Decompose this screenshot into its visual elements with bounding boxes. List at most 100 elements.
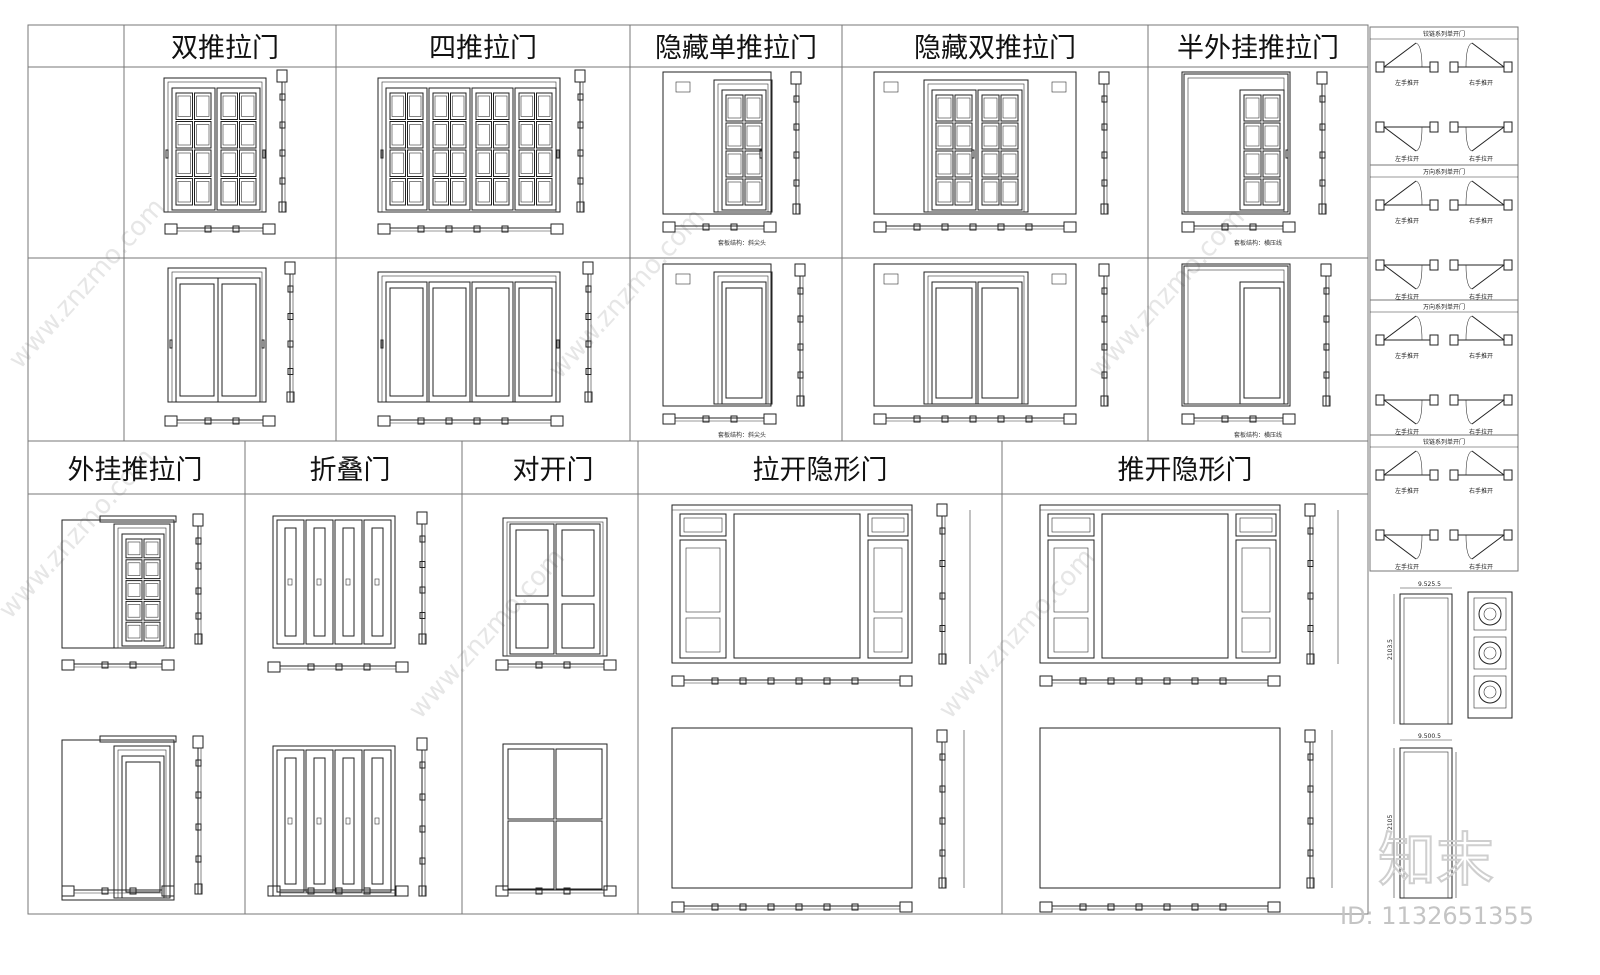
plan-stop <box>941 223 949 231</box>
legend-swing-leaf <box>1471 450 1505 476</box>
wall-panel <box>1047 513 1095 537</box>
dim-side-height: 2103.5 <box>1387 639 1394 660</box>
door-panel-inner <box>409 124 422 146</box>
section-node <box>195 562 202 570</box>
door-handle <box>556 149 560 159</box>
door-handle <box>380 149 384 159</box>
door-panel-inner <box>434 152 447 174</box>
plan-stop <box>702 415 710 423</box>
door-leaf <box>1239 281 1285 405</box>
plan-stop <box>1135 677 1143 685</box>
plan-stop <box>702 223 710 231</box>
plan-wall <box>899 675 913 687</box>
door-panel-inner <box>956 181 971 203</box>
door-panel <box>239 121 257 149</box>
door-panel-inner <box>127 604 141 618</box>
legend-wall <box>1429 121 1439 133</box>
door-panel-inner <box>983 181 998 203</box>
folding-glass <box>371 527 384 637</box>
legend-swing-arc <box>1415 180 1423 206</box>
door-panel-inner <box>434 181 447 203</box>
section-node <box>1319 123 1326 131</box>
folding-leaf <box>305 519 334 645</box>
section-head <box>1304 729 1316 743</box>
door-panel <box>493 121 510 149</box>
door-panel-inner <box>177 152 191 174</box>
door-panel <box>981 150 1000 178</box>
legend-title: 万向系列单开门 <box>1423 303 1465 311</box>
door-panel <box>175 149 193 177</box>
legend-wall <box>1503 469 1513 481</box>
legend-wall <box>1449 259 1459 271</box>
door-panel <box>515 603 549 649</box>
note-hidden-single-bottom: 套板结构：斜尖头 <box>718 431 766 439</box>
legend-wall <box>1503 529 1513 541</box>
section-base <box>792 203 801 215</box>
note-hidden-single-top: 套板结构：斜尖头 <box>718 239 766 247</box>
door-frame <box>1187 269 1285 405</box>
door-leaf <box>121 755 165 899</box>
plan-stop <box>1191 903 1199 911</box>
plan-wall <box>662 413 676 425</box>
door-panel <box>1262 94 1281 122</box>
section-head <box>416 511 428 525</box>
door-panel <box>389 121 406 149</box>
door-panel <box>935 122 954 150</box>
plan-wall <box>495 885 509 897</box>
switch-box <box>675 273 691 285</box>
legend-wall <box>1449 334 1459 346</box>
section-base <box>584 391 593 403</box>
plan-stop <box>535 661 543 669</box>
door-panel <box>1262 150 1281 178</box>
section-base <box>1306 877 1315 889</box>
plan-stop <box>730 223 738 231</box>
door-panel <box>407 149 424 177</box>
plan-stop <box>851 677 859 685</box>
door-casing <box>167 267 267 403</box>
door-panel <box>1243 178 1262 206</box>
top-grid <box>27 24 1369 442</box>
door-panel <box>475 149 492 177</box>
door-leaf <box>931 281 977 405</box>
legend-swing-arc <box>1465 399 1473 425</box>
plan-wall <box>267 885 281 897</box>
plan-stop <box>1219 903 1227 911</box>
section-node <box>1323 343 1330 351</box>
plan-stop <box>739 677 747 685</box>
watermark-text: www.znzmo.com <box>933 543 1101 725</box>
door-panel <box>143 559 161 580</box>
legend-item-label: 左手推开 <box>1395 487 1419 495</box>
door-leaf <box>555 748 603 820</box>
door-panel <box>125 559 143 580</box>
legend-swing-arc <box>1465 264 1473 290</box>
door-handle <box>261 339 265 349</box>
section-node <box>279 121 286 129</box>
door-panel-inner <box>746 181 761 203</box>
section-node <box>195 612 202 620</box>
plan-wall <box>550 223 564 235</box>
door-panel <box>954 178 973 206</box>
wall-elevation <box>671 727 913 889</box>
door-panel <box>407 121 424 149</box>
section-base <box>278 201 287 213</box>
legend-wall <box>1375 394 1385 406</box>
door-panel-inner <box>520 152 533 174</box>
folding-glass <box>313 527 326 637</box>
plan-stop <box>795 903 803 911</box>
header-hidden-double-sliding: 隐藏双推拉门 <box>914 33 1076 64</box>
section-head <box>1098 263 1110 277</box>
legend-wall <box>1429 394 1439 406</box>
door-panel-inner <box>1264 153 1279 175</box>
door-panel-inner <box>727 153 742 175</box>
door-panel <box>518 92 535 120</box>
legend-wall <box>1503 394 1513 406</box>
door-frame <box>717 83 769 213</box>
door-panel <box>125 580 143 600</box>
plan-stop <box>913 415 921 423</box>
section-node <box>1307 527 1314 535</box>
door-panel-inner <box>520 95 533 117</box>
door-panel <box>954 94 973 122</box>
section-head <box>936 729 948 743</box>
bottom-headers: 外挂推拉门 折叠门 对开门 拉开隐形门 推开隐形门 <box>68 455 1253 486</box>
plan-wall <box>164 223 178 235</box>
